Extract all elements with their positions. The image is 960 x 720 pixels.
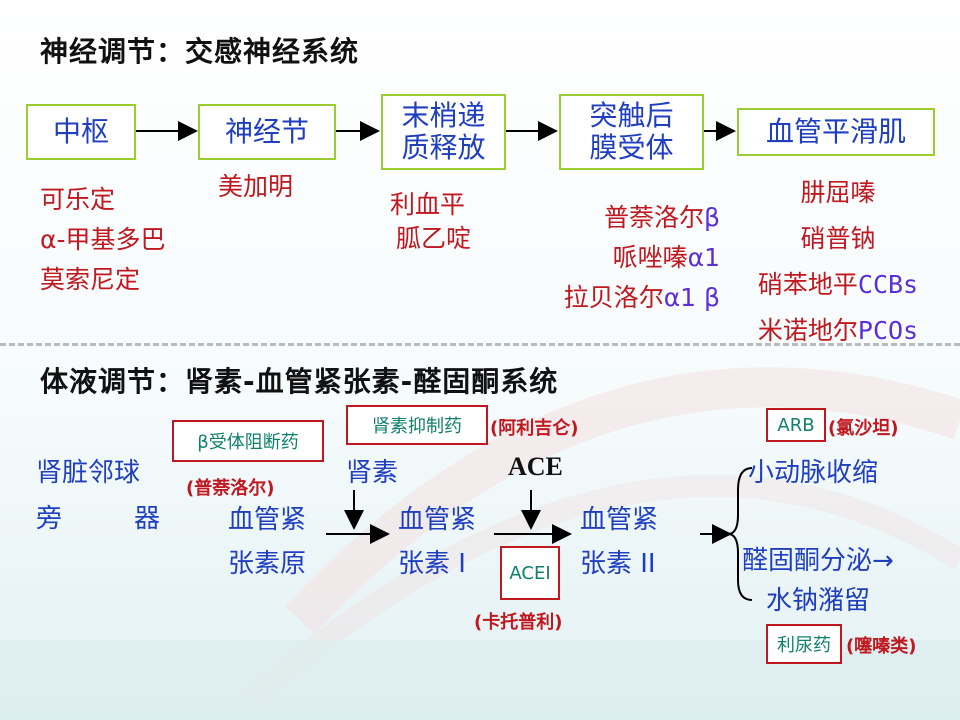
acei-box: ACEI bbox=[500, 546, 560, 600]
angiotensinogen-line1: 血管紧 bbox=[228, 505, 307, 535]
beta-blocker-box: β受体阻断药 bbox=[172, 420, 324, 462]
drug-hydralazine: 肼屈嗪 bbox=[800, 178, 876, 207]
node-transmitter-release: 末梢递 质释放 bbox=[381, 94, 506, 170]
section-divider bbox=[0, 343, 960, 346]
drug-mecamylamine: 美加明 bbox=[218, 172, 294, 201]
angiotensin-2-line2: 张素 II bbox=[580, 549, 656, 579]
beta-blocker-label: β受体阻断药 bbox=[197, 432, 299, 453]
diuretic-box: 利尿药 bbox=[766, 624, 842, 664]
arb-label: ARB bbox=[777, 414, 815, 436]
angiotensin-1-line2: 张素 I bbox=[398, 549, 466, 579]
node-smooth-muscle-label: 血管平滑肌 bbox=[765, 115, 906, 148]
jga-label-line2b: 器 bbox=[134, 504, 161, 534]
beta-blocker-example: (普萘洛尔) bbox=[186, 478, 275, 499]
ending-drug-list: 利血平 胍乙啶 bbox=[390, 188, 471, 256]
drug-nitroprusside: 硝普钠 bbox=[800, 224, 876, 253]
angiotensin-1-line1: 血管紧 bbox=[398, 505, 477, 535]
angiotensinogen-line2: 张素原 bbox=[228, 549, 307, 579]
diuretic-label: 利尿药 bbox=[777, 635, 831, 656]
node-postsynaptic-receptor: 突触后 膜受体 bbox=[559, 94, 704, 170]
center-drug-list: 可乐定 α-甲基多巴 莫索尼定 bbox=[40, 180, 166, 300]
drug-reserpine: 利血平 bbox=[390, 190, 466, 219]
drug-guanethidine: 胍乙啶 bbox=[396, 224, 472, 253]
node-transmitter-label-2: 质释放 bbox=[401, 131, 486, 164]
drug-propranolol: 普萘洛尔β bbox=[604, 203, 720, 232]
neural-section-title: 神经调节：交感神经系统 bbox=[40, 35, 360, 68]
node-center-label: 中枢 bbox=[52, 115, 109, 148]
jga-label-line1: 肾脏邻球 bbox=[36, 458, 141, 488]
jga-label-line2a: 旁 bbox=[36, 504, 63, 534]
renin-label: 肾素 bbox=[346, 458, 399, 488]
acei-label: ACEI bbox=[509, 562, 551, 584]
acei-example: (卡托普利) bbox=[474, 612, 563, 633]
aldosterone-label: 醛固酮分泌→ bbox=[742, 546, 894, 576]
node-ganglion: 神经节 bbox=[198, 104, 336, 160]
drug-prazosin: 哌唑嗪α1 bbox=[612, 243, 720, 272]
renin-inhibitor-label: 肾素抑制药 bbox=[372, 416, 462, 437]
renin-inhibitor-box: 肾素抑制药 bbox=[346, 405, 488, 445]
humoral-section-title: 体液调节：肾素-血管紧张素-醛固酮系统 bbox=[40, 365, 559, 398]
angiotensin-1: 血管紧 张素 I bbox=[398, 498, 476, 586]
drug-nifedipine: 硝苯地平CCBs bbox=[757, 270, 919, 299]
node-center: 中枢 bbox=[26, 104, 136, 160]
angiotensin-2-line1: 血管紧 bbox=[580, 505, 659, 535]
vasoconstriction-label: 小动脉收缩 bbox=[748, 458, 879, 488]
ace-label: ACE bbox=[508, 452, 563, 481]
drug-clonidine: 可乐定 bbox=[40, 185, 116, 214]
angiotensinogen: 血管紧 张素原 bbox=[228, 498, 306, 586]
smooth-muscle-drug-list: 肼屈嗪 硝普钠 硝苯地平CCBs 米诺地尔PCOs bbox=[738, 170, 938, 354]
diuretic-example: (噻嗪类) bbox=[846, 636, 917, 657]
renin-inhibitor-example: (阿利吉仑) bbox=[490, 418, 579, 439]
node-receptor-label-2: 膜受体 bbox=[589, 131, 674, 164]
retention-label: 水钠潴留 bbox=[766, 586, 871, 616]
node-vascular-smooth-muscle: 血管平滑肌 bbox=[737, 108, 935, 156]
arb-example: (氯沙坦) bbox=[828, 418, 899, 439]
drug-minoxidil: 米诺地尔PCOs bbox=[757, 316, 919, 345]
angiotensin-2: 血管紧 张素 II bbox=[580, 498, 658, 586]
node-transmitter-label-1: 末梢递 bbox=[401, 99, 486, 132]
drug-methyldopa: α-甲基多巴 bbox=[40, 225, 166, 254]
node-receptor-label-1: 突触后 bbox=[589, 99, 674, 132]
receptor-drug-list: 普萘洛尔β 哌唑嗪α1 拉贝洛尔α1 β bbox=[520, 198, 720, 318]
arb-box: ARB bbox=[766, 408, 826, 442]
drug-labetalol: 拉贝洛尔α1 β bbox=[563, 283, 720, 312]
node-ganglion-label: 神经节 bbox=[224, 115, 309, 148]
drug-moxonidine: 莫索尼定 bbox=[40, 265, 141, 294]
